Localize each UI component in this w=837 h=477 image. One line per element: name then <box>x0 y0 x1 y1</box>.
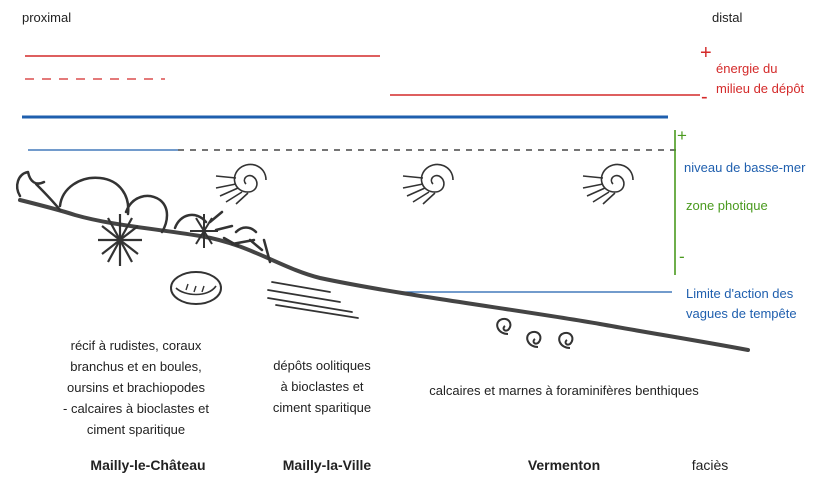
photic-zone-label: zone photique <box>686 198 768 213</box>
ammonite-icon <box>403 164 453 204</box>
distal-label: distal <box>712 10 742 25</box>
reef-facies-line: oursins et brachiopodes <box>67 380 206 395</box>
oolitic-facies-line: à bioclastes et <box>280 379 363 394</box>
marl-facies-text: calcaires et marnes à foraminifères bent… <box>429 383 699 398</box>
reef-facies-line: récif à rudistes, coraux <box>71 338 202 353</box>
reef-facies-line: ciment sparitique <box>87 422 185 437</box>
rudist-icon <box>171 272 221 304</box>
energy-plus-sign: + <box>700 42 712 64</box>
low-sea-level-label: niveau de basse-mer <box>684 160 806 175</box>
oolitic-facies-line: ciment sparitique <box>273 400 371 415</box>
oolite-icon <box>268 282 358 318</box>
coral-icon <box>175 212 262 250</box>
photic-plus-sign: + <box>677 126 687 145</box>
foraminifera-icon <box>497 319 572 348</box>
oolitic-facies-line: dépôts oolitiques <box>273 358 371 373</box>
energy-label-line1: énergie du <box>716 61 777 76</box>
site-mailly-le-chateau: Mailly-le-Château <box>90 457 205 473</box>
reef-facies-line: branchus et en boules, <box>70 359 202 374</box>
coral-icon <box>60 178 128 214</box>
ammonite-icon <box>583 164 633 204</box>
energy-minus-sign: - <box>701 86 708 108</box>
facies-column-label: faciès <box>692 457 729 473</box>
energy-label-line2: milieu de dépôt <box>716 81 805 96</box>
coral-icon <box>236 228 256 233</box>
reef-facies-line: - calcaires à bioclastes et <box>63 401 209 416</box>
oolitic-facies-text: dépôts oolitiques à bioclastes et ciment… <box>273 358 371 415</box>
site-mailly-la-ville: Mailly-la-Ville <box>283 457 372 473</box>
ammonite-icon <box>216 164 266 204</box>
storm-limit-label-line1: Limite d'action des <box>686 286 794 301</box>
storm-limit-label-line2: vagues de tempête <box>686 306 797 321</box>
proximal-label: proximal <box>22 10 71 25</box>
site-vermenton: Vermenton <box>528 457 600 473</box>
photic-minus-sign: - <box>679 247 685 266</box>
reef-facies-text: récif à rudistes, coraux branchus et en … <box>63 338 209 437</box>
